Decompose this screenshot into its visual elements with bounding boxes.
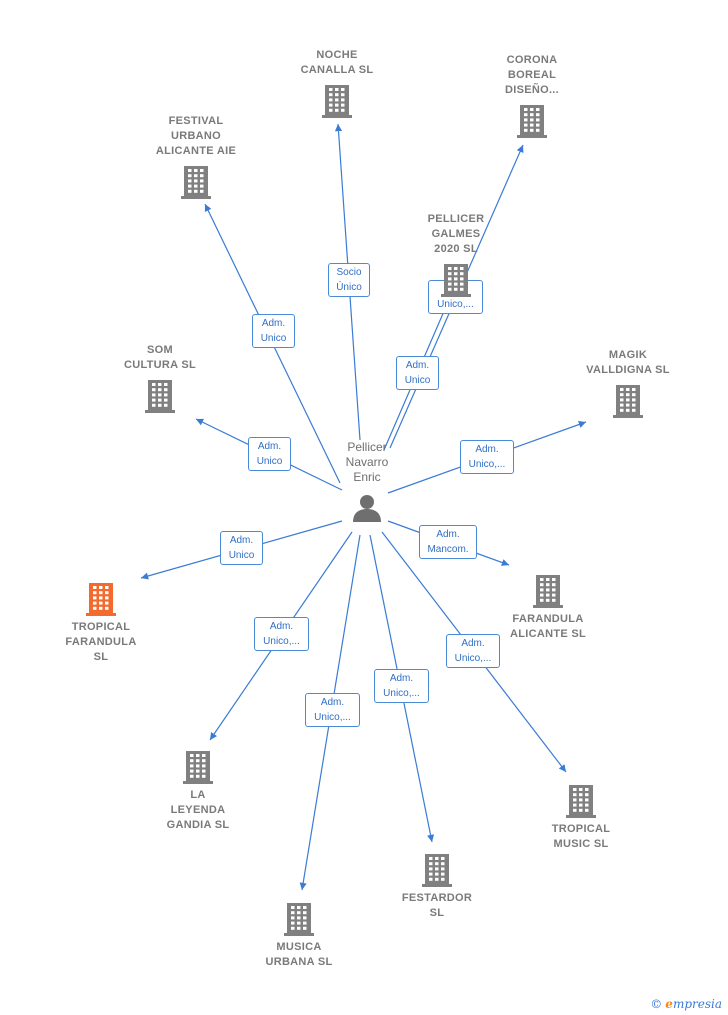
- building-icon: [284, 903, 314, 936]
- company-name: MAGIK VALLDIGNA SL: [586, 349, 670, 376]
- company-festardor[interactable]: FESTARDOR SL: [362, 851, 512, 921]
- edge-label-festival[interactable]: Adm.Unico: [252, 314, 295, 348]
- building-icon: [517, 105, 547, 138]
- edge-label-magik[interactable]: Adm.Unico,...: [460, 440, 514, 474]
- company-noche[interactable]: NOCHE CANALLA SL: [262, 48, 412, 118]
- building-icon: [441, 264, 471, 297]
- company-name: TROPICAL MUSIC SL: [551, 823, 611, 850]
- edge-label-leyenda[interactable]: Adm.Unico,...: [254, 617, 309, 651]
- company-tropical-far[interactable]: TROPICAL FARANDULA SL: [26, 580, 176, 665]
- company-name: TROPICAL FARANDULA SL: [65, 621, 137, 663]
- center-person[interactable]: Pellicer Navarro Enric: [317, 440, 417, 525]
- company-name: SOM CULTURA SL: [123, 344, 197, 371]
- building-icon: [422, 854, 452, 887]
- company-corona[interactable]: CORONA BOREAL DISEÑO...: [457, 53, 607, 138]
- person-icon: [353, 495, 381, 522]
- edge-label-tropical_far[interactable]: Adm.Unico: [220, 531, 263, 565]
- company-name: FARANDULA ALICANTE SL: [509, 613, 587, 640]
- company-pellicer[interactable]: PELLICER GALMES 2020 SL: [381, 212, 531, 297]
- company-name: CORONA BOREAL DISEÑO...: [504, 54, 560, 96]
- company-name: NOCHE CANALLA SL: [300, 49, 374, 76]
- company-name: LA LEYENDA GANDIA SL: [166, 789, 230, 831]
- company-name: PELLICER GALMES 2020 SL: [427, 213, 485, 255]
- building-icon: [183, 751, 213, 784]
- person-name: Pellicer Navarro Enric: [345, 440, 389, 484]
- company-name: FESTARDOR SL: [401, 892, 473, 919]
- company-festival[interactable]: FESTIVAL URBANO ALICANTE AIE: [121, 114, 271, 199]
- building-icon: [181, 166, 211, 199]
- company-leyenda[interactable]: LA LEYENDA GANDIA SL: [123, 748, 273, 833]
- empresia-logo: ©empresia: [650, 997, 722, 1011]
- building-icon: [613, 385, 643, 418]
- company-name: MUSICA URBANA SL: [265, 941, 333, 968]
- company-magik[interactable]: MAGIK VALLDIGNA SL: [553, 348, 703, 418]
- edge-label-pellicer[interactable]: Adm.Unico: [396, 356, 439, 390]
- edge-label-musica[interactable]: Adm.Unico,...: [305, 693, 360, 727]
- edge-label-farandula[interactable]: Adm.Mancom.: [419, 525, 477, 559]
- company-farandula[interactable]: FARANDULA ALICANTE SL: [473, 572, 623, 642]
- edge-label-tropical_music[interactable]: Adm.Unico,...: [446, 634, 500, 668]
- edge-label-festardor[interactable]: Adm.Unico,...: [374, 669, 429, 703]
- company-musica[interactable]: MUSICA URBANA SL: [224, 900, 374, 970]
- company-name: FESTIVAL URBANO ALICANTE AIE: [155, 115, 237, 157]
- edge-label-som[interactable]: Adm.Unico: [248, 437, 291, 471]
- company-tropical-music[interactable]: TROPICAL MUSIC SL: [506, 782, 656, 852]
- building-icon: [566, 785, 596, 818]
- building-icon: [322, 85, 352, 118]
- building-icon: [145, 380, 175, 413]
- company-som[interactable]: SOM CULTURA SL: [85, 343, 235, 413]
- building-icon: [533, 575, 563, 608]
- building-icon: [86, 583, 116, 616]
